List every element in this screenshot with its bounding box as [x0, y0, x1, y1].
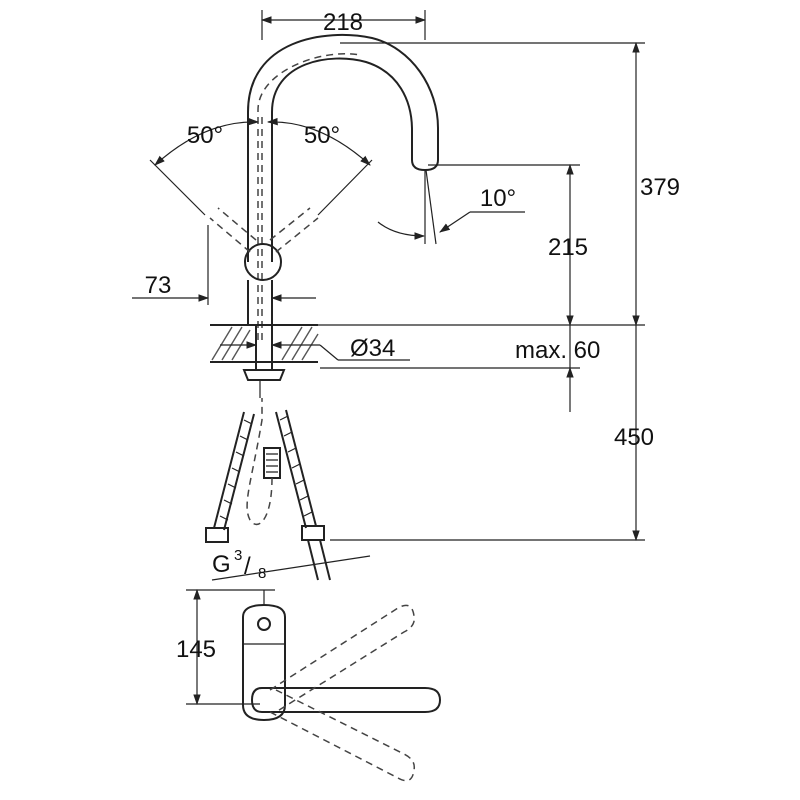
hose-right-pipe-b	[319, 539, 331, 581]
supply-hoses	[205, 398, 331, 581]
dim-10-arc-right	[439, 211, 471, 233]
label-lever-right-angle: 50°	[304, 122, 340, 149]
top-view-lever-dashed-down	[269, 689, 416, 782]
hose-right-braid	[279, 415, 313, 517]
label-hose-length: 450	[614, 424, 654, 451]
pullout-weight-rings	[266, 453, 278, 473]
lever-knob	[244, 243, 282, 281]
label-thread-denominator: 8	[258, 565, 266, 582]
spout-inner	[271, 57, 413, 262]
top-view-lever	[250, 687, 442, 713]
top-view-body	[242, 603, 286, 722]
shank-nut	[242, 369, 286, 381]
label-shank-diameter: Ø34	[350, 335, 395, 362]
lever-right-dashed	[269, 207, 319, 253]
label-spout-reach: 218	[323, 9, 363, 36]
countertop-hatch-left	[211, 326, 251, 361]
dim-50-right-arc	[266, 117, 371, 166]
label-spray-angle: 10°	[480, 185, 516, 212]
spray-head	[411, 150, 439, 172]
hidden-hose	[257, 53, 361, 340]
pullout-weight	[263, 447, 281, 479]
label-lever-left-angle: 50°	[187, 122, 223, 149]
spray-axis	[425, 169, 437, 245]
faucet-side-view	[209, 33, 439, 398]
hose-left-fitting	[205, 527, 229, 543]
spout-outer	[247, 33, 439, 262]
label-height-total: 379	[640, 174, 680, 201]
hose-right	[275, 409, 317, 529]
hose-right-pipe-a	[307, 539, 319, 581]
top-view-lever-dashed-up	[269, 604, 416, 713]
pullout-hose-loop	[246, 398, 273, 526]
hose-left-braid	[219, 419, 253, 521]
label-thread-numerator: 3	[234, 547, 242, 564]
dimension-lines	[132, 10, 645, 581]
label-thread-letter: G	[212, 551, 231, 578]
label-mount-thickness: max. 60	[515, 337, 600, 364]
lever-left-dashed	[209, 207, 257, 253]
countertop-hatch-right	[281, 326, 319, 361]
faucet-top-view	[186, 588, 442, 782]
label-height-spout: 215	[548, 234, 588, 261]
dim-50-left-arc	[154, 117, 260, 166]
dim-10-arc-left	[377, 221, 426, 240]
hose-right-fitting	[301, 525, 325, 541]
hose-left	[213, 411, 255, 531]
label-base-depth: 145	[176, 636, 216, 663]
dimension-labels: 218 379 215 max. 60 450 73 10° 50° 50° Ø…	[145, 9, 680, 663]
dim-thread-line	[211, 555, 371, 581]
countertop	[210, 324, 319, 363]
label-handle-offset: 73	[145, 272, 172, 299]
label-thread-slash: /	[244, 553, 251, 580]
top-view-center	[257, 617, 271, 631]
